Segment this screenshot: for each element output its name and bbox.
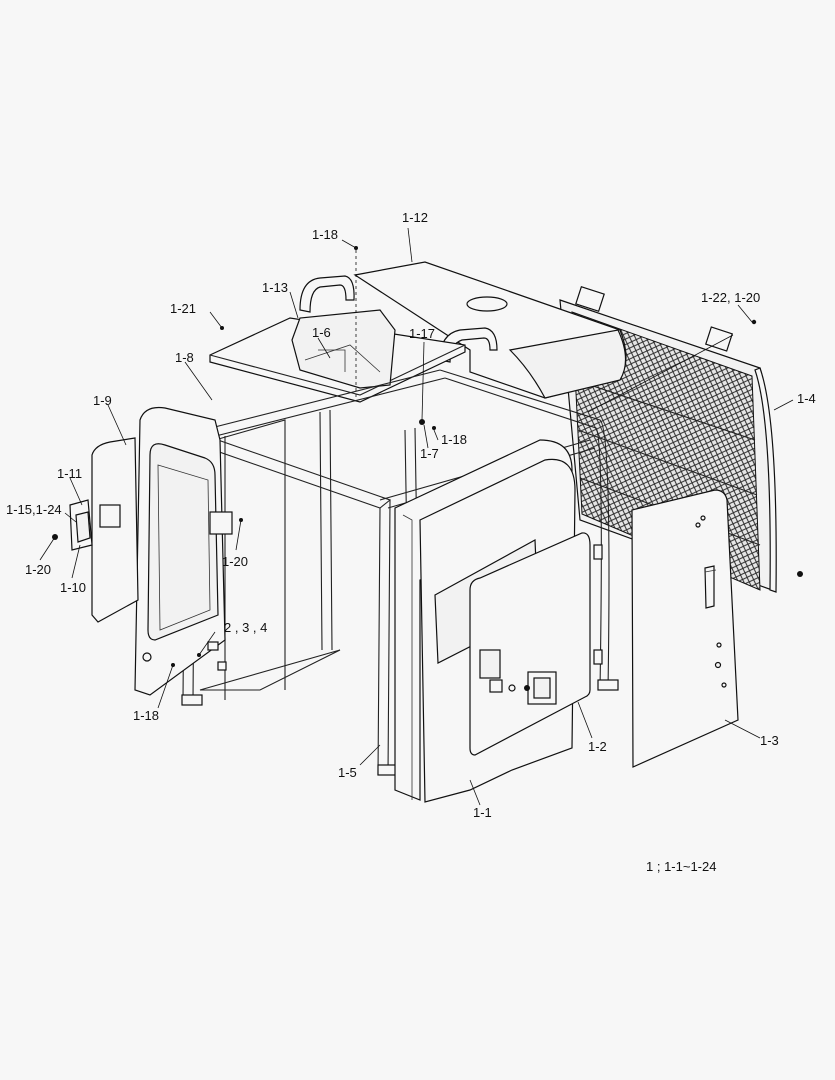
- door-panel-1-2: [469, 532, 603, 756]
- small-fasteners: [171, 246, 436, 671]
- label-1-20-mid: 1-20: [222, 554, 248, 569]
- label-2-3-4: 2 , 3 , 4: [224, 620, 267, 635]
- left-door-frame: [134, 406, 233, 696]
- label-1-18-bottom: 1-18: [133, 708, 159, 723]
- label-1-15-1-24: 1-15,1-24: [6, 502, 62, 517]
- label-1-5: 1-5: [338, 765, 357, 780]
- leader-lines: [39, 227, 794, 806]
- label-1-1: 1-1: [473, 805, 492, 820]
- label-1-17: 1-17: [409, 326, 435, 341]
- label-1-12: 1-12: [402, 210, 428, 225]
- label-1-3: 1-3: [760, 733, 779, 748]
- label-1-7: 1-7: [420, 446, 439, 461]
- left-side-panel: [52, 437, 139, 623]
- part-labels: 1-12 1-18 1-13 1-21 1-6 1-17 1-8 1-9 1-7…: [6, 210, 816, 874]
- label-1-8: 1-8: [175, 350, 194, 365]
- label-1-2: 1-2: [588, 739, 607, 754]
- label-1-18-mid: 1-18: [441, 432, 467, 447]
- label-1-10: 1-10: [60, 580, 86, 595]
- floor-plate: [209, 309, 466, 403]
- roof-panel: [299, 261, 627, 399]
- label-1-18-top: 1-18: [312, 227, 338, 242]
- label-1-4: 1-4: [797, 391, 816, 406]
- label-1-21: 1-21: [170, 301, 196, 316]
- label-1-13: 1-13: [262, 280, 288, 295]
- label-1-20-left: 1-20: [25, 562, 51, 577]
- side-panel-1-3: [631, 489, 739, 768]
- footnote-range: 1 ; 1-1~1-24: [646, 859, 716, 874]
- label-1-9: 1-9: [93, 393, 112, 408]
- label-1-6: 1-6: [312, 325, 331, 340]
- label-1-11: 1-11: [57, 466, 82, 481]
- label-1-22-1-20: 1-22, 1-20: [701, 290, 760, 305]
